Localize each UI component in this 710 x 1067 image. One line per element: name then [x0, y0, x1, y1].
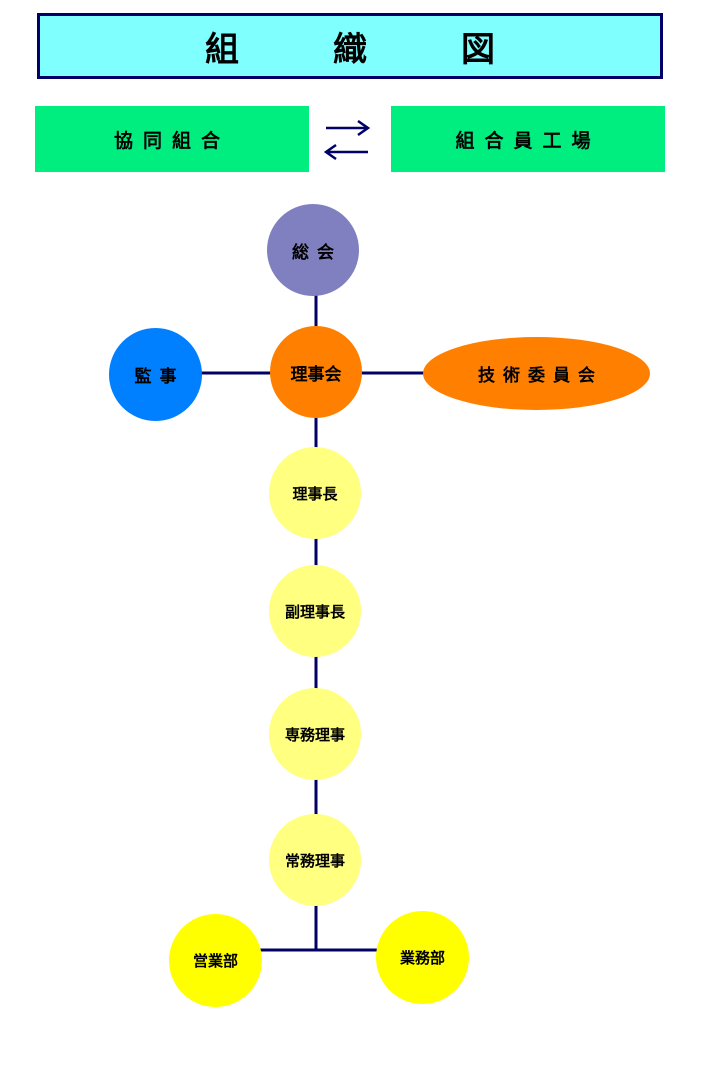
vice-chairman-node: 副理事長	[269, 565, 361, 657]
senior-director-node: 専務理事	[269, 688, 361, 780]
cooperative-box: 協同組合	[35, 106, 309, 172]
board-label: 理事会	[290, 364, 342, 385]
operations-dept-label: 業務部	[399, 949, 445, 967]
vice-chairman-label: 副理事長	[284, 602, 345, 621]
general-meeting-label: 総会	[292, 242, 342, 263]
general-meeting-node: 総会	[267, 204, 359, 296]
title-box: 組 織 図	[37, 13, 663, 79]
managing-director-label: 常務理事	[284, 851, 345, 870]
auditor-node: 監事	[109, 328, 202, 421]
board-node: 理事会	[270, 326, 362, 418]
tech-committee-label: 技術委員会	[478, 366, 603, 386]
chairman-label: 理事長	[292, 484, 338, 503]
bidirectional-arrows-icon	[323, 119, 371, 161]
chairman-node: 理事長	[269, 447, 361, 539]
sales-dept-node: 営業部	[169, 914, 262, 1007]
tech-committee-node: 技術委員会	[423, 337, 650, 410]
operations-dept-node: 業務部	[376, 911, 469, 1004]
member-factory-label: 組合員工場	[455, 129, 601, 152]
senior-director-label: 専務理事	[284, 725, 345, 744]
page-title: 組 織 図	[205, 29, 525, 70]
cooperative-label: 協同組合	[113, 129, 230, 152]
sales-dept-label: 営業部	[192, 952, 238, 970]
auditor-label: 監事	[134, 367, 185, 387]
managing-director-node: 常務理事	[269, 814, 361, 906]
member-factory-box: 組合員工場	[391, 106, 665, 172]
